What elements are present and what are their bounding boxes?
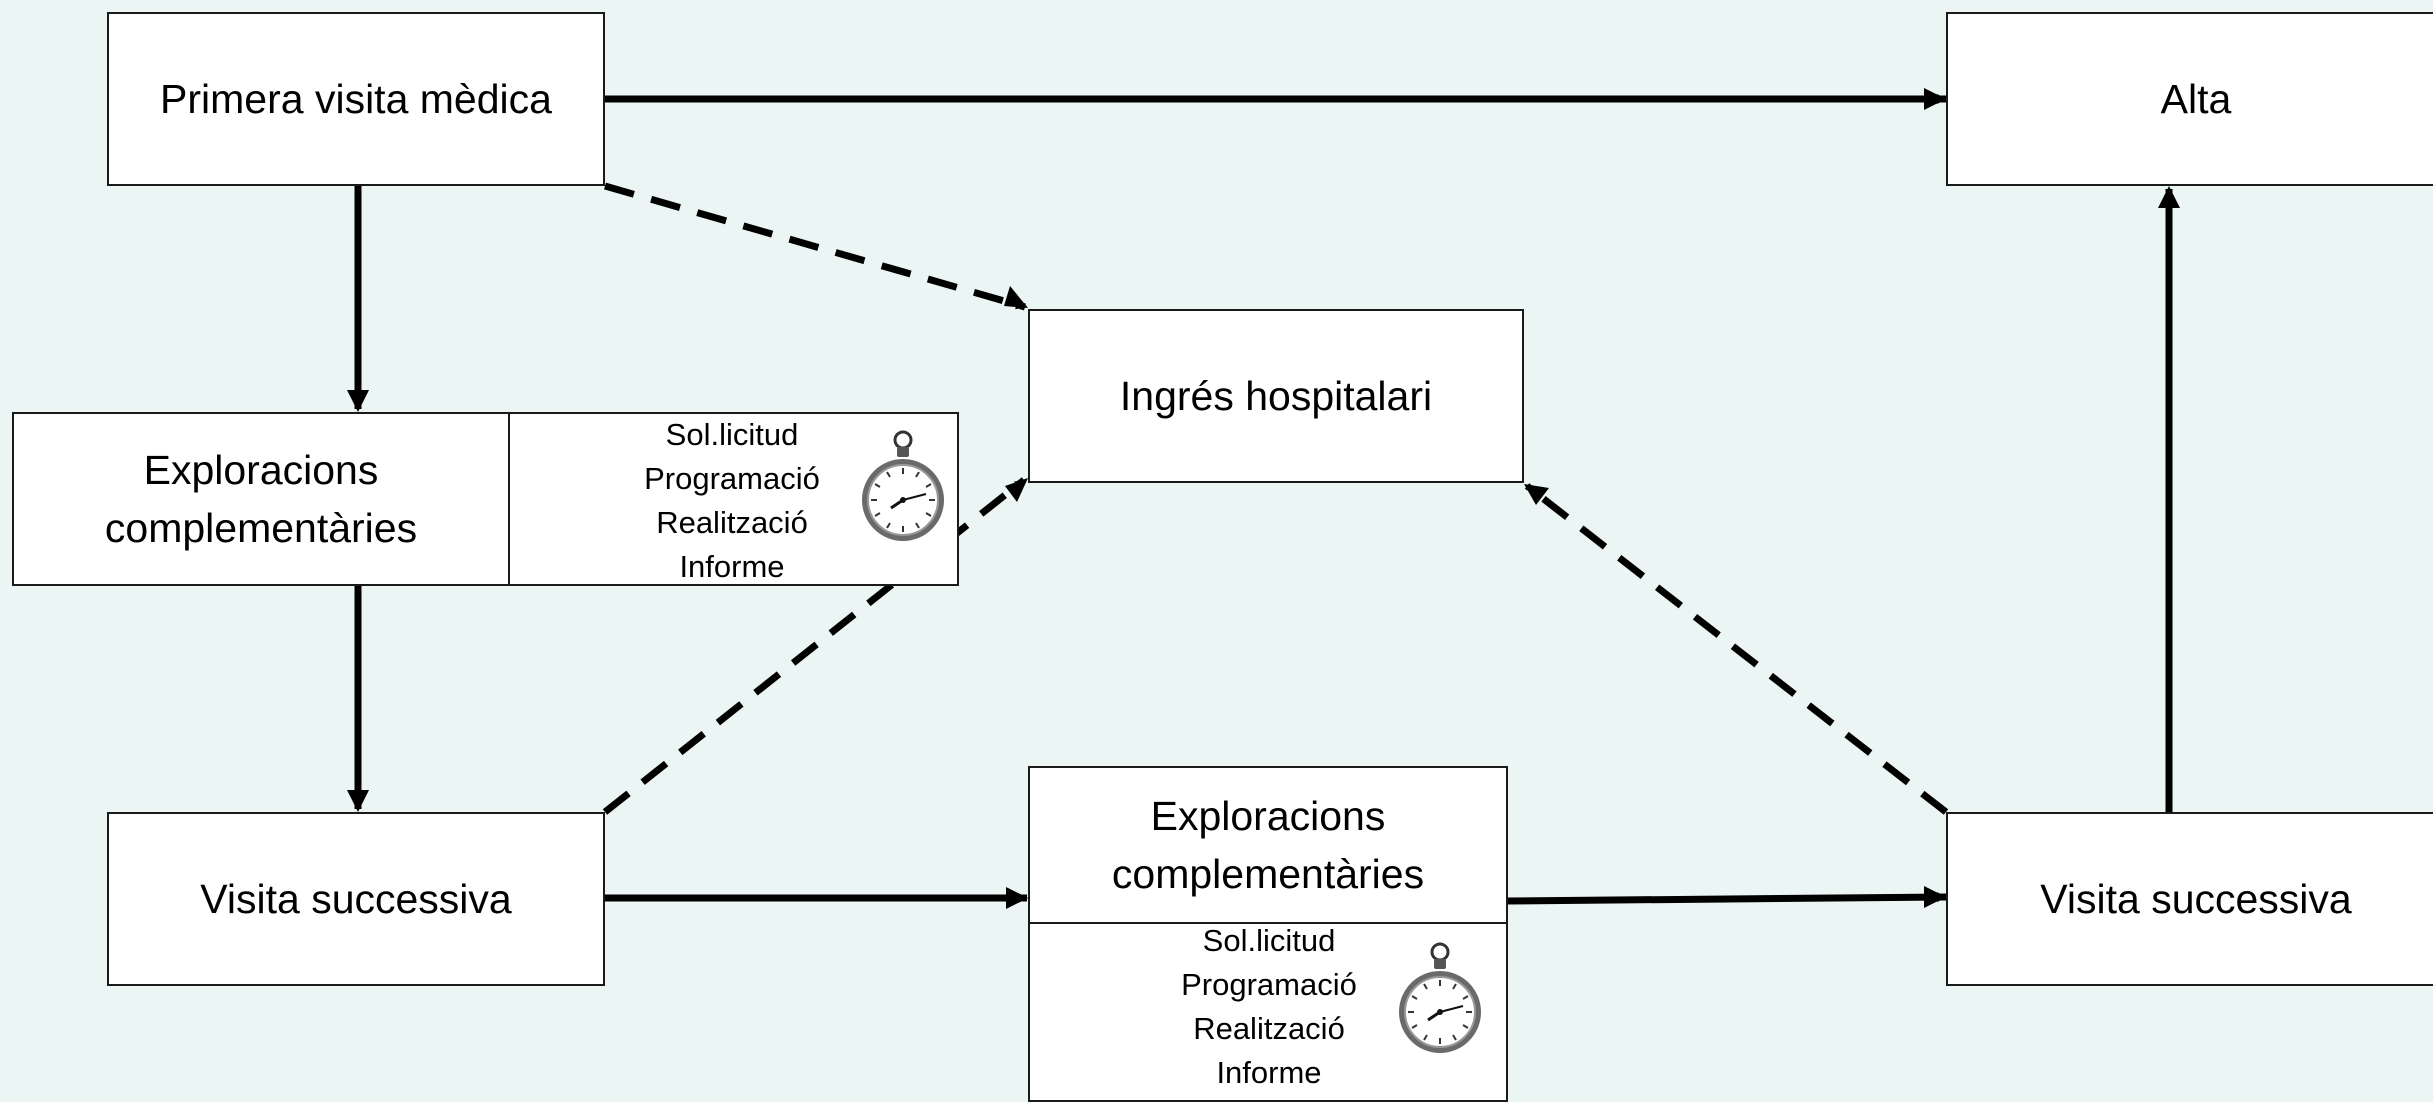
node-visita-successiva-1: Visita successiva: [107, 812, 605, 986]
node-label-line-1: Exploracions: [143, 447, 379, 493]
node-label-line-2: complementàries: [104, 505, 418, 551]
step-sollicitud: Sol.licitud: [665, 417, 799, 452]
node-exploracions-1: Exploracions complementàries: [12, 412, 510, 586]
step-informe: Informe: [1216, 1055, 1322, 1090]
dashed-arrow-primera-to-ingres: [604, 182, 1026, 311]
node-label-line-1: Exploracions: [1150, 793, 1386, 839]
node-primera-visita: Primera visita mèdica: [107, 12, 605, 186]
step-programacio: Programació: [644, 461, 820, 496]
step-realitzacio: Realització: [656, 505, 808, 540]
step-sollicitud: Sol.licitud: [1202, 923, 1336, 958]
step-informe: Informe: [679, 549, 785, 584]
node-label: Alta: [2160, 76, 2232, 122]
node-exploracions-2: Exploracions complementàries: [1028, 766, 1508, 924]
stopwatch-icon: [862, 430, 944, 541]
node-alta: Alta: [1946, 12, 2433, 186]
node-label: Ingrés hospitalari: [1119, 373, 1433, 419]
node-label-line-2: complementàries: [1111, 851, 1425, 897]
node-label: Visita successiva: [2040, 876, 2352, 922]
stopwatch-icon: [1399, 942, 1481, 1053]
node-ingres-hospitalari: Ingrés hospitalari: [1028, 309, 1524, 483]
steps-list-2: Sol.licitud Programació Realització Info…: [1144, 919, 1394, 1095]
step-realitzacio: Realització: [1193, 1011, 1345, 1046]
node-label: Primera visita mèdica: [160, 76, 552, 122]
node-visita-successiva-2: Visita successiva: [1946, 812, 2433, 986]
steps-list-1: Sol.licitud Programació Realització Info…: [606, 413, 858, 589]
dashed-arrow-visita-2-to-ingres: [1524, 483, 1949, 815]
arrow-exploracions-2-to-visita-2: [1507, 892, 1947, 905]
node-label: Visita successiva: [200, 876, 512, 922]
step-programacio: Programació: [1181, 967, 1357, 1002]
